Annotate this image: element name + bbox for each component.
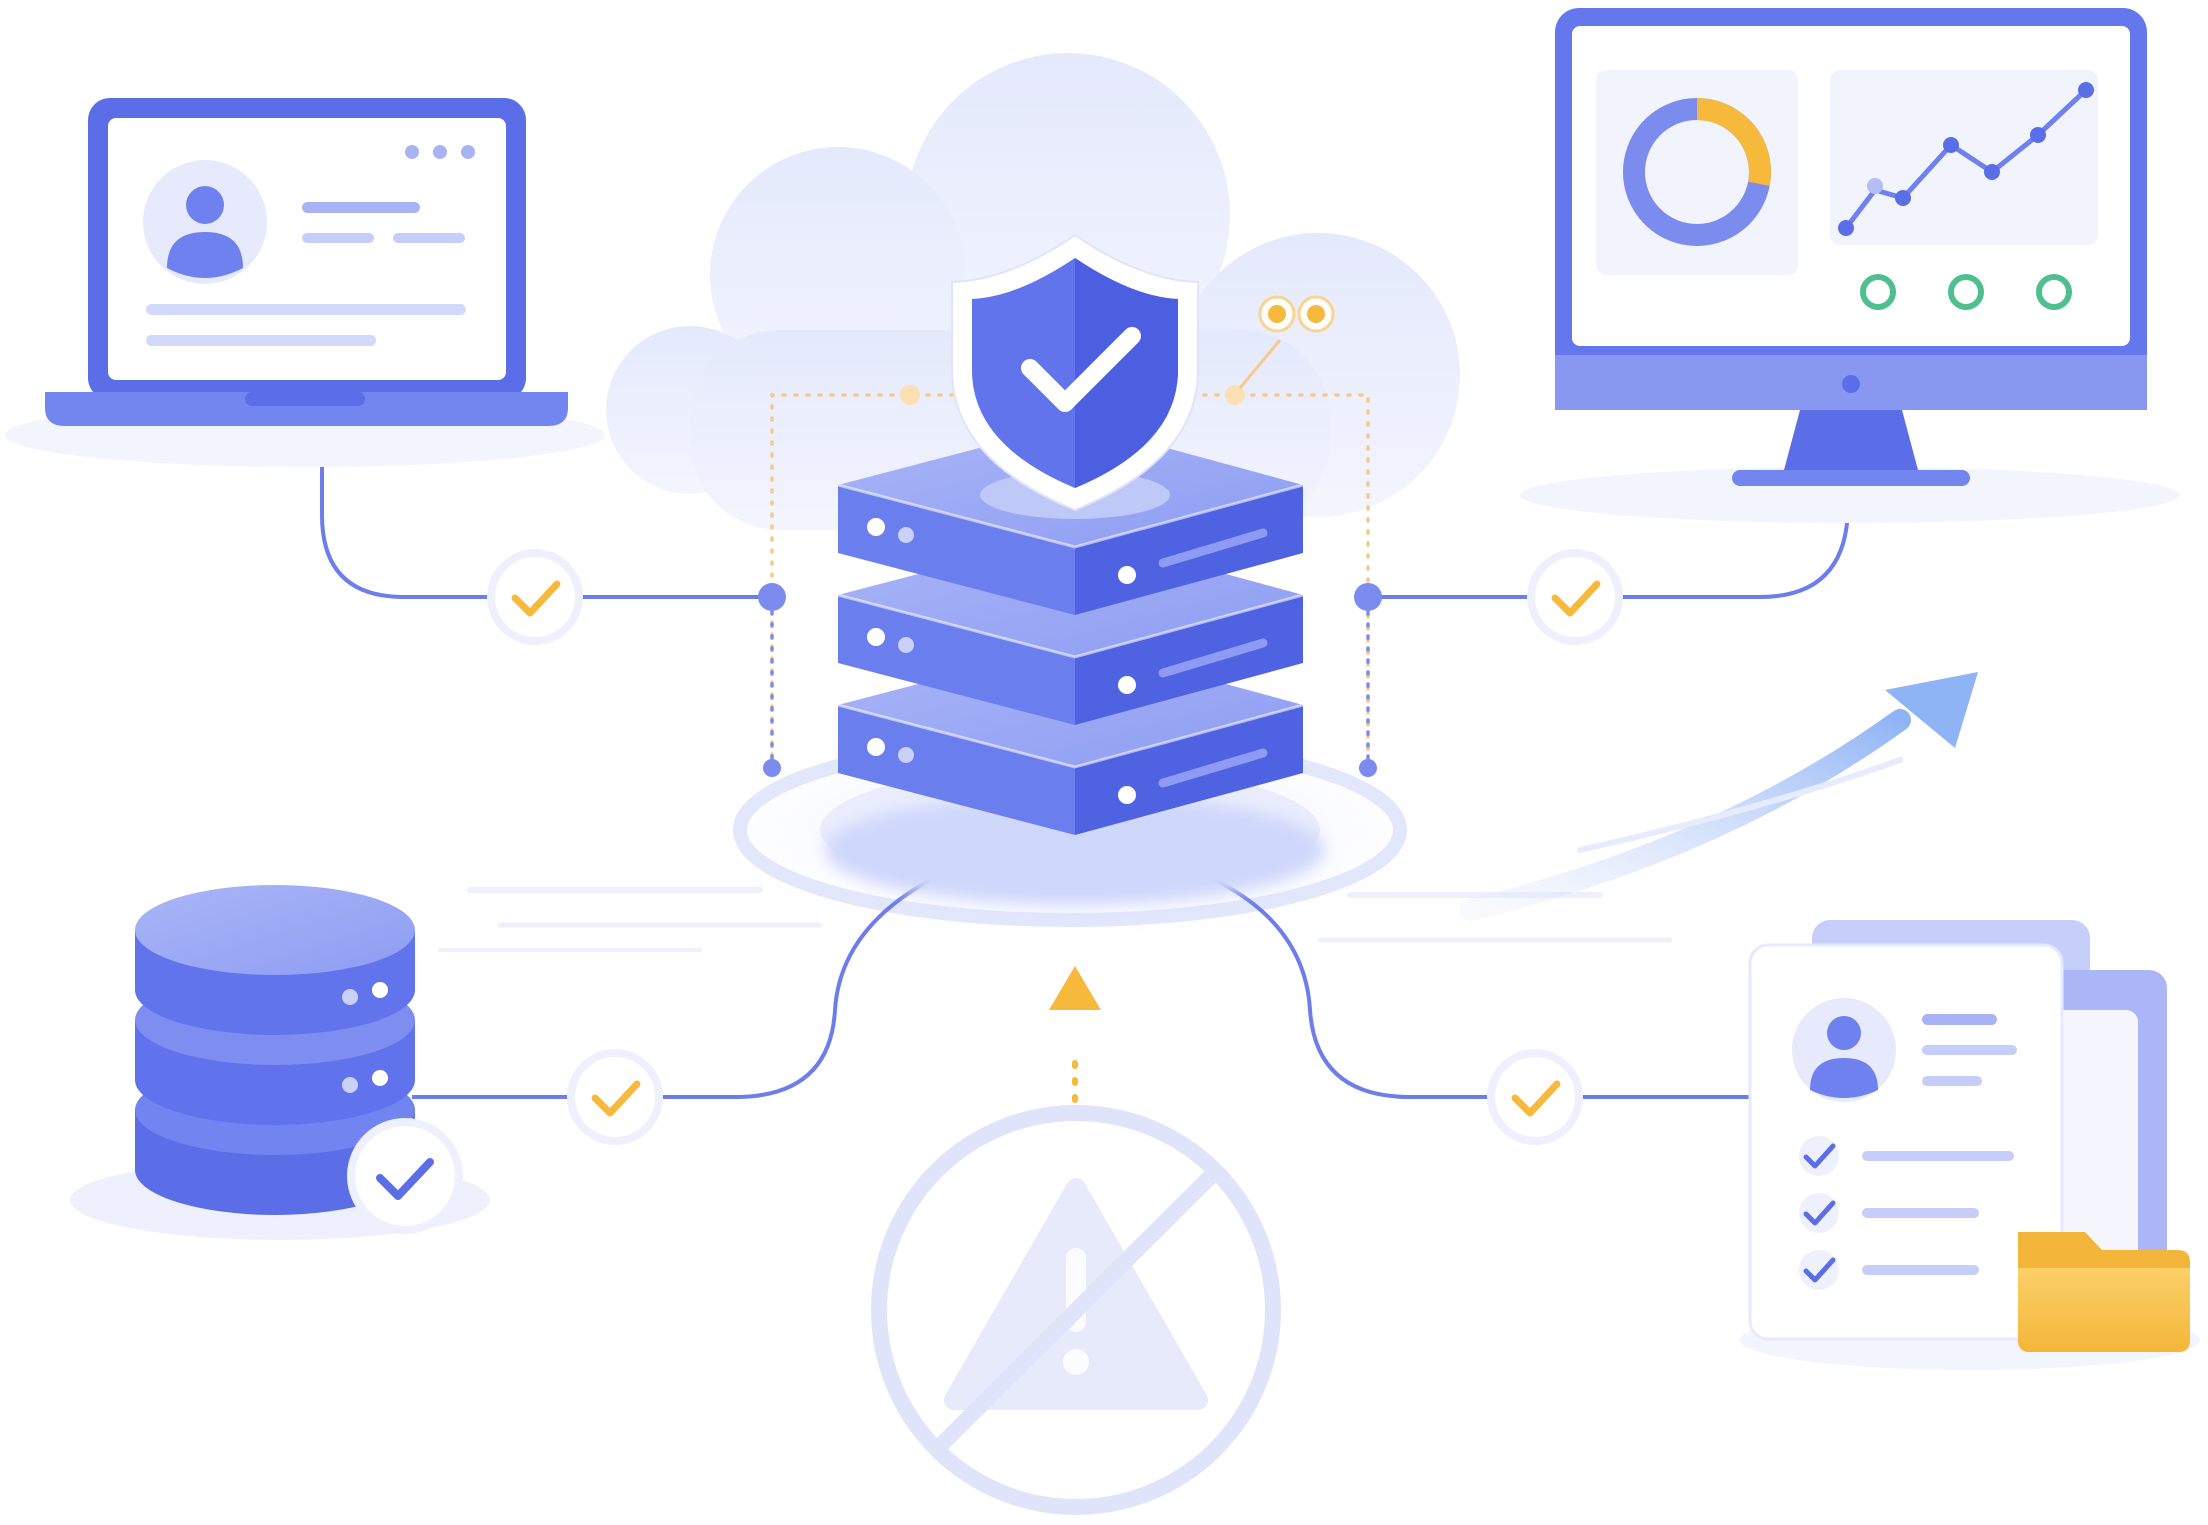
checkmark-icon xyxy=(1551,580,1601,617)
shield-check-icon xyxy=(951,233,1199,519)
folder-icon xyxy=(2018,1232,2190,1352)
checkmark-icon xyxy=(1511,1080,1561,1117)
checkmark-icon xyxy=(511,580,561,617)
database-icon xyxy=(70,885,490,1240)
line-server-document xyxy=(1214,878,1752,1099)
connection-check-badge-server-monitor xyxy=(1527,549,1623,645)
security-perimeter xyxy=(758,295,1382,777)
trend-line-chart-icon xyxy=(1838,82,2094,236)
motion-streaks xyxy=(438,887,1673,952)
growth-arrow-icon xyxy=(1459,672,1978,921)
record-avatar-icon xyxy=(1792,998,1896,1102)
monitor-client xyxy=(1520,8,2180,523)
server-stack-icon xyxy=(825,423,1325,905)
warning-prohibited-icon xyxy=(871,966,1281,1515)
donut-chart-icon xyxy=(1623,98,1771,246)
laptop-client xyxy=(5,98,605,467)
connection-check-badge-laptop-server xyxy=(487,549,583,645)
line-laptop-server xyxy=(320,430,772,599)
status-indicator-dots xyxy=(1860,274,2072,310)
checkmark-icon xyxy=(591,1080,641,1117)
database-verified-badge xyxy=(347,1118,463,1234)
document-records xyxy=(1740,920,2200,1370)
checklist xyxy=(1799,1136,2014,1290)
line-database-server xyxy=(412,878,931,1099)
connection-check-badge-server-document xyxy=(1487,1049,1583,1145)
connection-badges xyxy=(487,549,1623,1145)
profile-avatar-icon xyxy=(143,160,267,284)
connection-check-badge-database-server xyxy=(567,1049,663,1145)
